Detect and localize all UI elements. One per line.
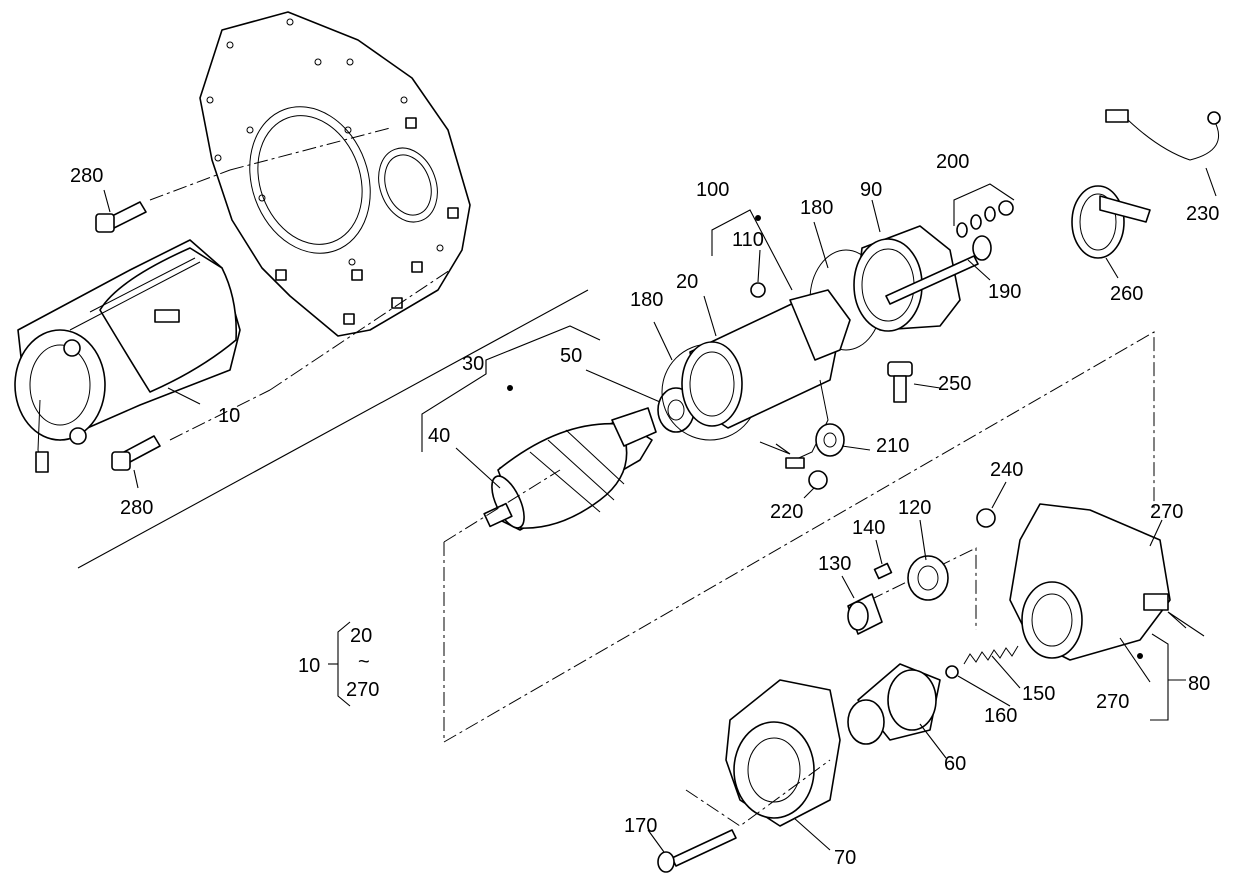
assembly-dot-30 (507, 385, 513, 391)
nut-200 (998, 200, 1014, 216)
ball-160 (945, 665, 959, 679)
gear-120 (907, 555, 949, 601)
label-220: 220 (770, 501, 803, 523)
label-240: 240 (990, 459, 1023, 481)
armature (483, 407, 657, 531)
nut-220 (808, 470, 828, 490)
label-180-right: 180 (800, 197, 833, 219)
label-190: 190 (988, 281, 1021, 303)
screw-250 (887, 361, 913, 403)
label-160: 160 (984, 705, 1017, 727)
label-80: 80 (1188, 673, 1210, 695)
nut-110 (750, 282, 766, 298)
label-10-range: 10 (298, 655, 320, 677)
drive-pinion (847, 663, 941, 745)
assembly-dot-270 (1137, 653, 1143, 659)
label-280-bottom: 280 (120, 497, 153, 519)
through-bolt (885, 235, 992, 305)
label-150: 150 (1022, 683, 1055, 705)
yoke-housing (681, 289, 851, 463)
label-280-top: 280 (70, 165, 103, 187)
separator-line (77, 289, 589, 569)
starter-motor-assembly (14, 239, 241, 473)
assembly-dot-100 (755, 215, 761, 221)
label-120: 120 (898, 497, 931, 519)
label-140: 140 (852, 517, 885, 539)
label-180-left: 180 (630, 289, 663, 311)
label-90: 90 (860, 179, 882, 201)
drive-end-housing (725, 679, 841, 827)
cable-strap (1071, 185, 1151, 259)
label-20-yoke: 20 (676, 271, 698, 293)
washer-200-a (956, 222, 968, 238)
flange-plate (199, 11, 471, 337)
label-270-top: 270 (1150, 501, 1183, 523)
label-270-bottom: 270 (1096, 691, 1129, 713)
spring-150 (963, 645, 1019, 665)
bolt-280-bottom (111, 435, 161, 471)
label-70: 70 (834, 847, 856, 869)
label-110: 110 (732, 229, 764, 251)
terminal-lead (785, 423, 845, 469)
label-100: 100 (696, 179, 729, 201)
label-170: 170 (624, 815, 657, 837)
label-210: 210 (876, 435, 909, 457)
nut-240 (976, 508, 996, 528)
label-30: 30 (462, 353, 484, 375)
label-130: 130 (818, 553, 851, 575)
label-60: 60 (944, 753, 966, 775)
roller-140 (873, 562, 893, 580)
label-10-starter: 10 (218, 405, 240, 427)
label-50: 50 (560, 345, 582, 367)
bolt-280-top (95, 201, 147, 233)
label-230: 230 (1186, 203, 1219, 225)
washer-200-c (984, 206, 996, 222)
ground-cable (1105, 109, 1221, 161)
label-200: 200 (936, 151, 969, 173)
leader-lines (103, 167, 1217, 853)
sleeve-130 (847, 593, 883, 635)
bolt-170 (657, 829, 737, 873)
washer-200-b (970, 214, 982, 230)
solenoid-housing (1009, 503, 1171, 661)
label-250: 250 (938, 373, 971, 395)
label-40: 40 (428, 425, 450, 447)
label-260: 260 (1110, 283, 1143, 305)
label-270-range: 270 (346, 679, 379, 701)
end-cover (853, 225, 961, 332)
range-tilde: ~ (358, 651, 370, 673)
label-20-range: 20 (350, 625, 372, 647)
